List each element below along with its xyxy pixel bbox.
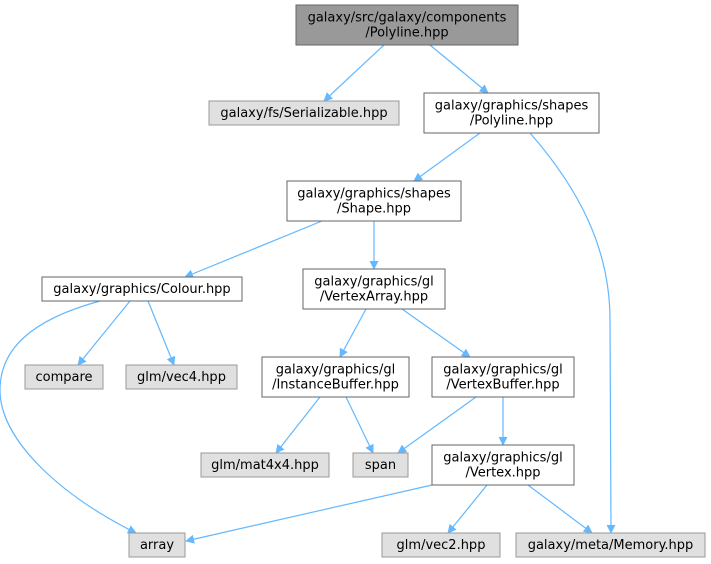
edge-vertexarray-to-instancebuffer bbox=[339, 308, 367, 358]
edge-shapes_polyline-to-shape bbox=[413, 132, 481, 182]
node-label-line: galaxy/graphics/shapes bbox=[435, 99, 589, 114]
node-serializable: galaxy/fs/Serializable.hpp bbox=[208, 100, 400, 126]
node-box bbox=[200, 452, 330, 478]
node-box bbox=[295, 4, 519, 46]
edge-colour-to-array bbox=[0, 300, 137, 534]
node-label-line: galaxy/graphics/gl bbox=[314, 275, 433, 290]
node-box bbox=[208, 100, 400, 126]
node-box bbox=[125, 364, 238, 390]
node-shape[interactable]: galaxy/graphics/shapes/Shape.hpp bbox=[286, 180, 462, 222]
edge-vertex-to-vec2 bbox=[447, 484, 488, 534]
node-box bbox=[431, 444, 575, 486]
node-vertex[interactable]: galaxy/graphics/gl/Vertex.hpp bbox=[431, 444, 575, 486]
node-label-line: galaxy/graphics/Colour.hpp bbox=[53, 282, 230, 297]
nodes-layer: galaxy/src/galaxy/components/Polyline.hp… bbox=[24, 4, 706, 558]
node-label-line: compare bbox=[35, 370, 92, 385]
node-mat4x4: glm/mat4x4.hpp bbox=[200, 452, 330, 478]
node-box bbox=[381, 532, 501, 558]
node-box bbox=[515, 532, 706, 558]
node-label-line: galaxy/src/galaxy/components bbox=[308, 11, 507, 26]
node-label-line: glm/vec4.hpp bbox=[137, 370, 226, 385]
node-label-line: /Polyline.hpp bbox=[365, 26, 448, 41]
node-box bbox=[431, 356, 575, 398]
node-vec4: glm/vec4.hpp bbox=[125, 364, 238, 390]
edges-layer bbox=[0, 44, 616, 544]
edge-colour-to-vec4 bbox=[147, 300, 176, 366]
node-array: array bbox=[128, 532, 186, 558]
node-label-line: /Vertex.hpp bbox=[465, 466, 540, 481]
node-label-line: /InstanceBuffer.hpp bbox=[272, 378, 399, 393]
node-box bbox=[352, 452, 409, 478]
node-label-line: glm/vec2.hpp bbox=[397, 538, 486, 553]
node-vertexbuffer[interactable]: galaxy/graphics/gl/VertexBuffer.hpp bbox=[431, 356, 575, 398]
node-memory: galaxy/meta/Memory.hpp bbox=[515, 532, 706, 558]
node-label-line: galaxy/graphics/shapes bbox=[297, 187, 451, 202]
node-span: span bbox=[352, 452, 409, 478]
edge-vertexbuffer-to-span bbox=[397, 396, 477, 454]
node-label-line: galaxy/meta/Memory.hpp bbox=[528, 538, 694, 553]
edge-shapes_polyline-to-memory bbox=[529, 132, 616, 534]
edge-vertexarray-to-vertexbuffer bbox=[401, 308, 471, 358]
edge-components_polyline-to-serializable bbox=[323, 44, 385, 102]
node-vertexarray[interactable]: galaxy/graphics/gl/VertexArray.hpp bbox=[302, 268, 446, 310]
edge-colour-to-compare bbox=[77, 300, 131, 366]
node-label-line: /VertexArray.hpp bbox=[320, 290, 428, 305]
edge-shape-to-colour bbox=[184, 220, 323, 279]
edge-vertex-to-array bbox=[185, 484, 433, 544]
node-label-line: array bbox=[140, 538, 174, 553]
node-box bbox=[24, 364, 104, 390]
edge-instancebuffer-to-span bbox=[345, 396, 374, 454]
node-components_polyline[interactable]: galaxy/src/galaxy/components/Polyline.hp… bbox=[295, 4, 519, 46]
node-box bbox=[128, 532, 186, 558]
node-box bbox=[423, 92, 600, 134]
node-label-line: span bbox=[365, 458, 396, 473]
node-vec2: glm/vec2.hpp bbox=[381, 532, 501, 558]
node-label-line: glm/mat4x4.hpp bbox=[211, 458, 319, 473]
node-label-line: /VertexBuffer.hpp bbox=[446, 378, 559, 393]
node-label-line: /Shape.hpp bbox=[337, 202, 411, 217]
node-box bbox=[286, 180, 462, 222]
node-colour[interactable]: galaxy/graphics/Colour.hpp bbox=[41, 276, 243, 302]
edge-components_polyline-to-shapes_polyline bbox=[429, 44, 489, 94]
node-box bbox=[302, 268, 446, 310]
node-compare: compare bbox=[24, 364, 104, 390]
edge-instancebuffer-to-mat4x4 bbox=[275, 396, 321, 454]
node-box bbox=[41, 276, 243, 302]
node-label-line: galaxy/graphics/gl bbox=[443, 363, 562, 378]
node-shapes_polyline[interactable]: galaxy/graphics/shapes/Polyline.hpp bbox=[423, 92, 600, 134]
edge-vertex-to-memory bbox=[527, 484, 593, 534]
node-label-line: galaxy/fs/Serializable.hpp bbox=[220, 106, 387, 121]
node-instancebuffer[interactable]: galaxy/graphics/gl/InstanceBuffer.hpp bbox=[261, 356, 410, 398]
node-label-line: galaxy/graphics/gl bbox=[276, 363, 395, 378]
node-box bbox=[261, 356, 410, 398]
node-label-line: galaxy/graphics/gl bbox=[443, 451, 562, 466]
node-label-line: /Polyline.hpp bbox=[470, 114, 553, 129]
